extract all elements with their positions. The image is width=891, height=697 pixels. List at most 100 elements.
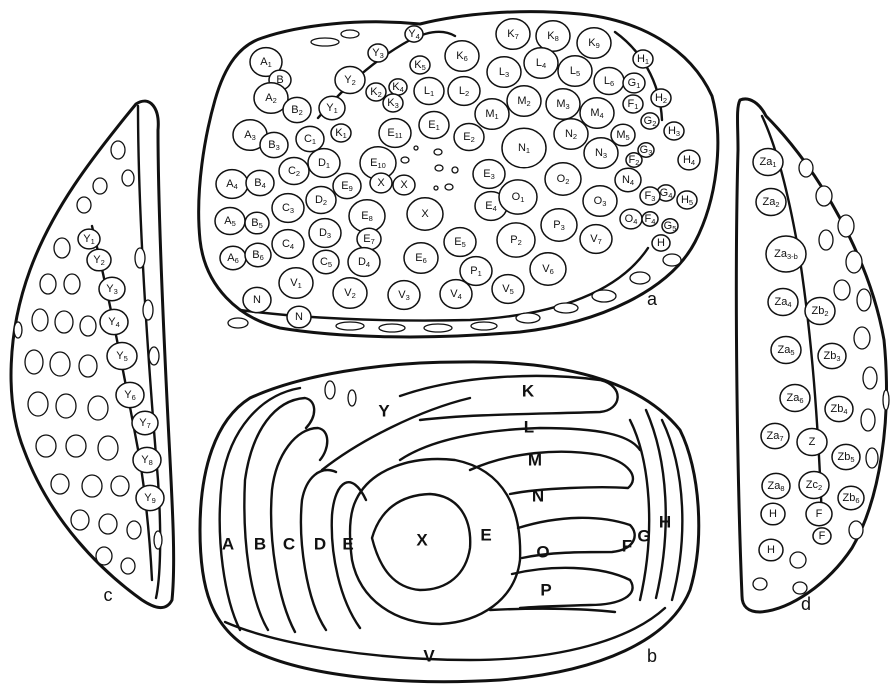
panel-a-cell: E2	[454, 124, 484, 151]
panel-a-cell: O2	[545, 163, 581, 195]
panel-d-cell: Za5	[771, 337, 801, 364]
panel-c-cell: Y2	[87, 249, 111, 271]
panel-b-region-label: O	[536, 542, 549, 561]
panel-b-col-a	[220, 388, 300, 630]
panel-b-region-label: M	[528, 450, 542, 469]
panel-a-cell: V4	[440, 280, 472, 309]
panel-a-cell: C5	[313, 250, 339, 273]
panel-a-cell: F3	[640, 187, 660, 205]
panel-a-cell: C1	[296, 126, 324, 151]
panel-d-cell: Z	[797, 429, 827, 456]
panel-a-cell: K4	[389, 79, 407, 95]
panel-c-cell: Y3	[99, 277, 125, 300]
panel-b-e-ring	[350, 459, 520, 624]
panel-a-cell: E5	[444, 228, 476, 257]
panel-a-cell: K9	[577, 28, 611, 59]
panel-d-label: d	[801, 594, 811, 614]
panel-d-cell: Zc2	[799, 472, 829, 499]
panel-a-cell: G5	[662, 219, 678, 233]
panel-a-cell: G1	[623, 73, 645, 93]
panel-b-row-m	[470, 452, 633, 494]
panel-a-cell: C3	[272, 194, 304, 223]
panel-b-region-label: L	[524, 417, 534, 436]
panel-c-cell: Y8	[133, 447, 161, 472]
panel-a-cell: L5	[558, 56, 592, 87]
panel-d-cell: Za6	[780, 385, 810, 412]
panel-a-cell: Y1	[319, 96, 345, 119]
panel-a-cell: K7	[496, 19, 530, 50]
panel-a-cell-label: H	[657, 237, 665, 249]
panel-a-cell: H4	[678, 150, 700, 170]
panel-a-cell: E8	[349, 200, 385, 232]
panel-a-cell: L1	[414, 78, 444, 105]
panel-d-cell: F	[806, 502, 832, 525]
panel-a-cell: B6	[245, 243, 271, 266]
panel-a-cell: L6	[594, 68, 624, 95]
panel-a-cell: P2	[497, 223, 535, 257]
panel-d-cell-label: H	[769, 508, 777, 520]
panel-b-region-label: F	[622, 536, 632, 555]
panel-d-cell: Za2	[756, 189, 786, 216]
panel-b-region-label: K	[522, 381, 535, 400]
panel-a-cell: V1	[279, 268, 313, 299]
panel-a-cell: X	[407, 198, 443, 230]
panel-a-cell: K3	[383, 94, 403, 112]
panel-d-cell: H	[759, 539, 783, 561]
panel-a-cell: O4	[620, 209, 642, 229]
panel-b-row-p	[490, 609, 615, 612]
panel-d-cell: Zb4	[825, 396, 853, 421]
panel-a-cell: E6	[404, 243, 438, 274]
panel-a-cell: B4	[246, 170, 274, 195]
panel-a-cell: E9	[333, 173, 361, 198]
panel-d-cell: F	[813, 528, 831, 544]
panel-a-cell: A6	[220, 246, 246, 269]
panel-a-cell: H5	[677, 191, 697, 209]
panel-a-cell: C4	[272, 230, 304, 259]
panel-a-cell: M5	[611, 124, 635, 146]
panel-b-region-label: B	[254, 534, 266, 553]
panel-b-v-boundary	[225, 608, 665, 660]
panel-a-cell: M3	[546, 89, 580, 120]
panel-d-cell: Zb5	[832, 444, 860, 469]
panel-a-cell: V6	[530, 253, 566, 285]
panel-a-cell: O3	[583, 186, 617, 217]
panel-b-region-label: E	[480, 525, 491, 544]
panel-b-region-label: A	[222, 534, 234, 553]
panel-a-cell: G3	[638, 143, 654, 157]
panel-a-cell: M2	[507, 86, 541, 117]
panel-a-cell: N4	[615, 168, 641, 191]
panel-b-col-e	[332, 482, 366, 628]
panel-a-cell: V2	[333, 278, 367, 309]
panel-c-cell: Y4	[100, 309, 128, 334]
panel-a-cell: N2	[554, 119, 588, 150]
panel-a-cell: K5	[410, 56, 430, 74]
panel-a-cell: E3	[473, 160, 505, 189]
panel-d-cell-label: H	[767, 544, 775, 556]
panel-a-cell-label: N	[295, 311, 303, 323]
panel-d-cell: Zb6	[838, 486, 864, 509]
panel-d-cell-label: F	[819, 530, 826, 542]
panel-a-cell: P3	[541, 209, 577, 241]
panel-b-pore	[325, 381, 335, 399]
panel-c-cell: Y7	[132, 411, 158, 434]
panel-a-cell: A4	[216, 170, 248, 199]
panel-a-cells: A1BA2B2Y1Y2Y3Y4K5K4K2K3A3B3C1K1D1E11E10C…	[215, 19, 700, 328]
panel-a-cell: B3	[260, 132, 288, 157]
panel-a-cell: E1	[419, 112, 449, 139]
panel-a-cell-label: N	[253, 294, 261, 306]
panel-c-cell: Y1	[78, 229, 100, 249]
panel-b-row-k	[400, 376, 618, 420]
panel-a-cell: A5	[215, 208, 245, 235]
panel-a-cell: D3	[309, 219, 341, 248]
panel-a-cell: D1	[308, 149, 340, 178]
panel-a-cell: E11	[379, 119, 411, 148]
panel-a-cell: B2	[283, 97, 311, 122]
panel-a-cell-label: X	[400, 179, 408, 191]
panel-a-cell: V3	[388, 281, 420, 310]
panel-a-cell: G2	[641, 113, 659, 129]
